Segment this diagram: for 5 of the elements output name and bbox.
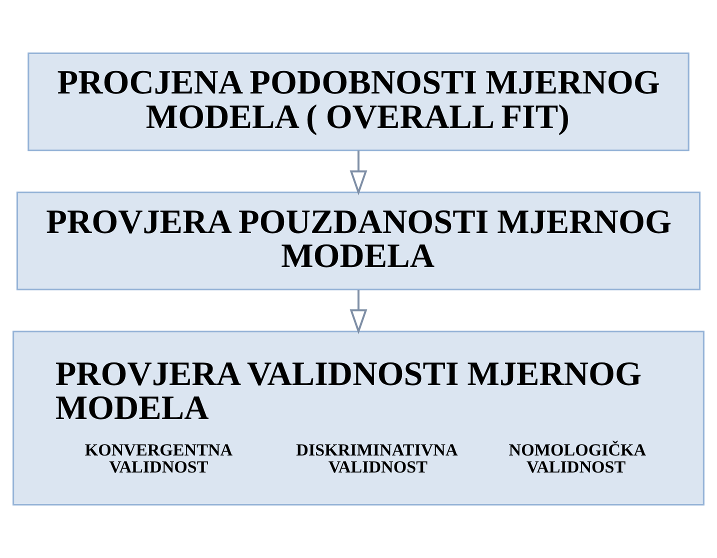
arrow — [350, 150, 368, 196]
node-box: PROVJERA POUZDANOSTI MJERNOG MODELA — [16, 192, 701, 290]
node-box: PROVJERA VALIDNOSTI MJERNOG MODELA KONVERGENTNA VALIDNOST DISKRIMINATIVNA VALIDNOST NOMOLOGIČKA VALIDNOST — [12, 330, 704, 506]
arrow — [350, 290, 368, 334]
node-box: PROCJENA PODOBNOSTI MJERNOG MODELA ( OVERALL FIT) — [28, 52, 690, 152]
